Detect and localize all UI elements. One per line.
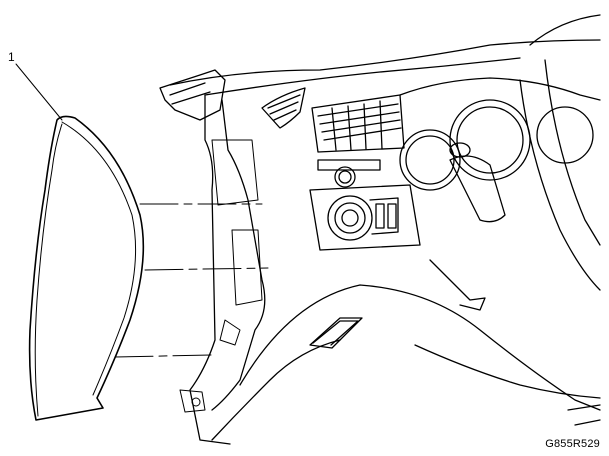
callout-label-1: 1 xyxy=(8,50,15,64)
figure-code-label: G855R529 xyxy=(545,438,600,450)
leader-line-1 xyxy=(16,64,62,120)
instrument-panel xyxy=(160,15,600,444)
alignment-lines xyxy=(115,204,268,357)
trim-panel-part-1 xyxy=(30,116,144,420)
